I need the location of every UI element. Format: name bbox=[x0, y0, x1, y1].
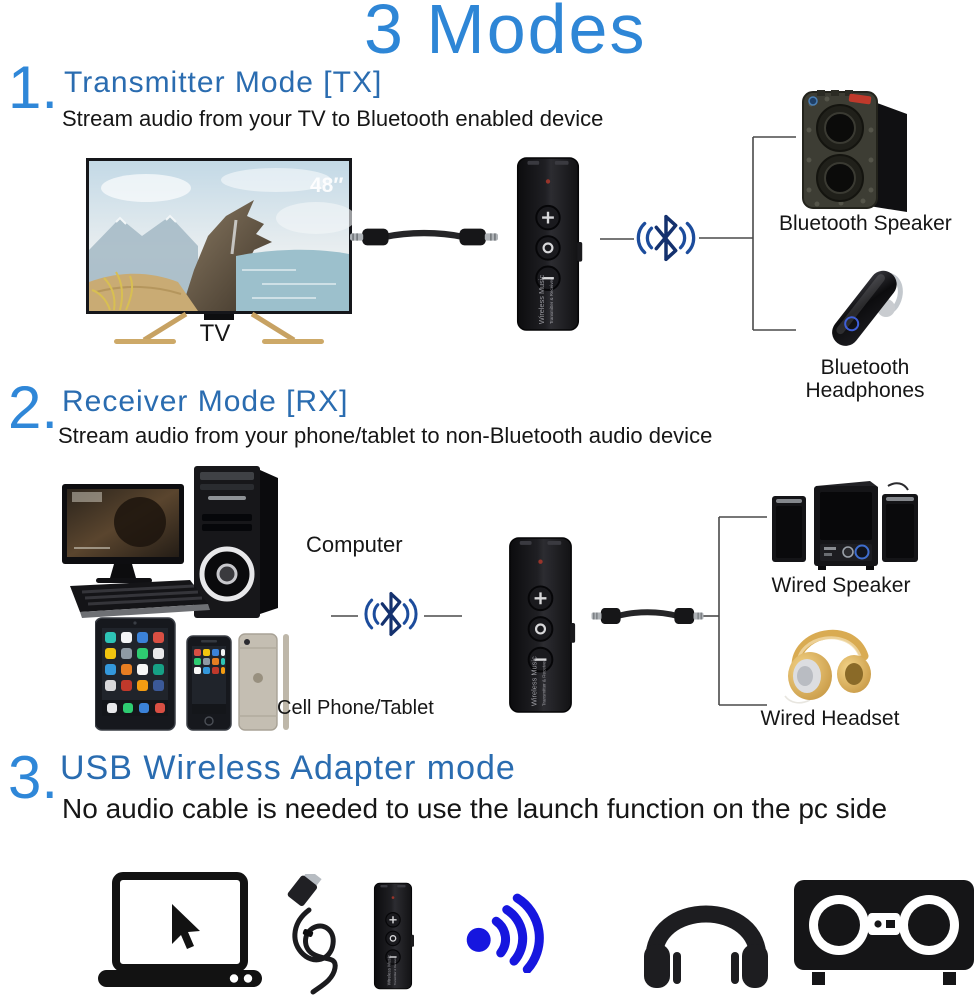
section-2-subtitle: Stream audio from your phone/tablet to n… bbox=[58, 423, 713, 448]
bluetooth-headphones-label: Bluetooth Headphones bbox=[805, 356, 925, 403]
bt-receiver-device bbox=[496, 536, 585, 714]
bluetooth-icon bbox=[362, 590, 420, 638]
page-title: 3 Modes bbox=[364, 0, 647, 68]
wired-headset-image bbox=[784, 629, 871, 704]
section-1-heading: Transmitter Mode [TX] bbox=[64, 66, 383, 99]
tv-image: 48″ bbox=[86, 158, 352, 344]
computer-image bbox=[62, 466, 278, 618]
headphones-icon bbox=[644, 905, 768, 988]
usb-adapter-device bbox=[366, 882, 420, 990]
phone-tablet-label: Cell Phone/Tablet bbox=[277, 697, 434, 719]
tv-label: TV bbox=[199, 320, 231, 347]
wired-speaker-image bbox=[772, 481, 918, 570]
wireless-signal-icon bbox=[466, 893, 544, 973]
phone-tablet-image bbox=[95, 617, 289, 731]
section-3-number: 3. bbox=[8, 744, 59, 811]
audio-cable-icon bbox=[348, 216, 500, 258]
usb-cable-icon bbox=[287, 874, 338, 995]
boombox-speaker-icon bbox=[794, 880, 974, 985]
bluetooth-icon bbox=[634, 212, 698, 264]
section-1-subtitle: Stream audio from your TV to Bluetooth e… bbox=[62, 106, 604, 131]
section-3-subtitle: No audio cable is needed to use the laun… bbox=[62, 793, 888, 824]
section-3-heading: USB Wireless Adapter mode bbox=[60, 749, 516, 787]
laptop-cursor-icon bbox=[98, 872, 262, 987]
section-1-number: 1. bbox=[8, 54, 59, 121]
section-2-heading: Receiver Mode [RX] bbox=[62, 385, 349, 418]
audio-cable-icon bbox=[590, 596, 705, 636]
bluetooth-speaker-image bbox=[802, 90, 907, 212]
computer-label: Computer bbox=[306, 532, 403, 557]
wired-speaker-label: Wired Speaker bbox=[771, 574, 911, 597]
bluetooth-headphones-image bbox=[832, 270, 903, 346]
wired-headset-label: Wired Headset bbox=[760, 707, 900, 730]
section-2-number: 2. bbox=[8, 374, 59, 441]
bt-transmitter-device bbox=[504, 156, 592, 332]
bluetooth-speaker-label: Bluetooth Speaker bbox=[779, 212, 952, 235]
tv-size-badge: 48″ bbox=[310, 174, 343, 197]
